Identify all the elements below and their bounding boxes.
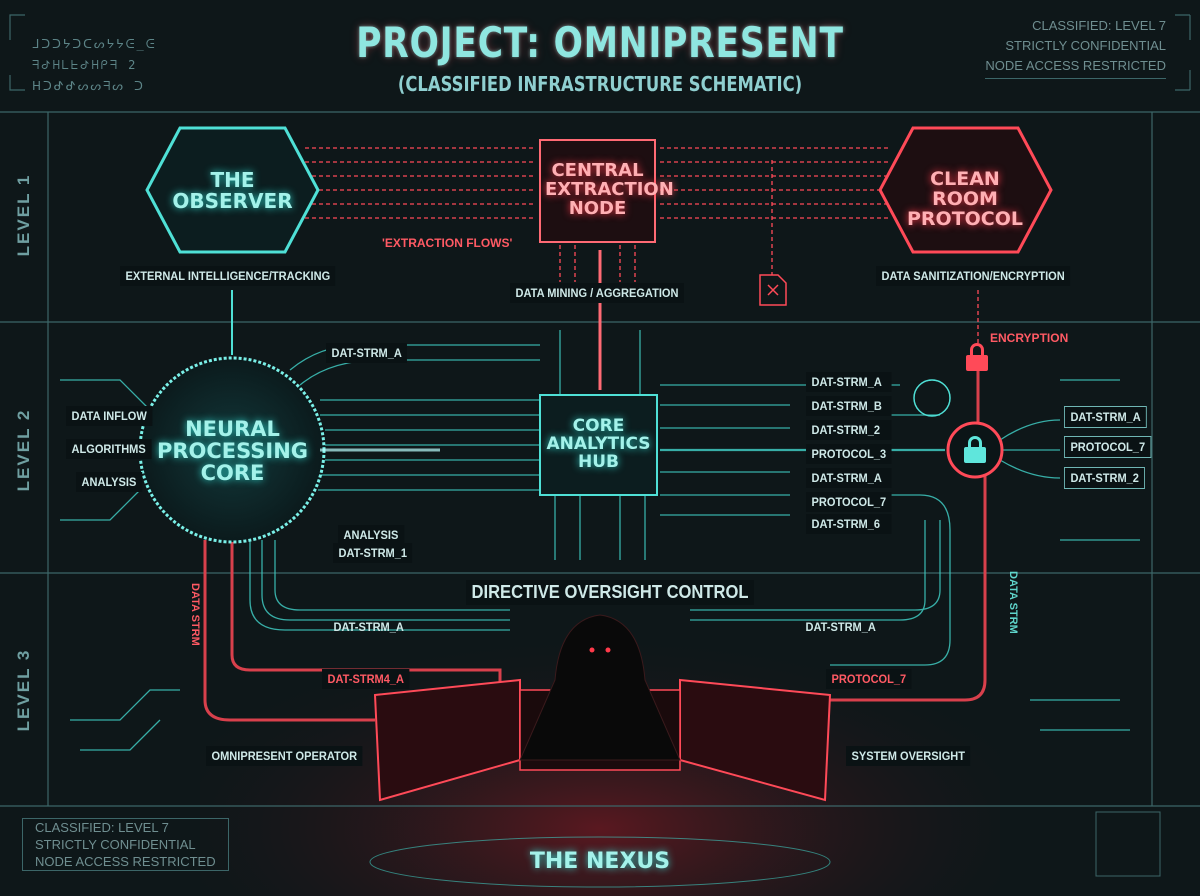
- vertical-stream-label: DATA STRM: [189, 583, 201, 646]
- output-stream: DAT-STRM_A: [1064, 406, 1148, 428]
- nexus-label: THE NEXUS: [529, 849, 671, 874]
- stream-label: ANALYSIS: [338, 525, 404, 545]
- analytics-hub-node: CORE ANALYTICS HUB: [546, 416, 651, 472]
- classified-notice-bottom: CLASSIFIED: LEVEL 7 STRICTLY CONFIDENTIA…: [22, 818, 229, 871]
- page-subtitle: (CLASSIFIED INFRASTRUCTURE SCHEMATIC): [397, 72, 803, 96]
- stream-label: DAT-STRM_A: [806, 468, 892, 488]
- clean-room-label: DATA SANITIZATION/ENCRYPTION: [876, 266, 1071, 286]
- left-label: ALGORITHMS: [66, 439, 152, 459]
- encryption-label: ENCRYPTION: [990, 331, 1069, 345]
- stream-label: DAT-STRM_2: [806, 420, 892, 440]
- stream-label: DAT-STRM_A: [326, 343, 408, 363]
- output-stream: PROTOCOL_7: [1064, 436, 1152, 458]
- observer-label: EXTERNAL INTELLIGENCE/TRACKING: [120, 266, 336, 286]
- stream-label: PROTOCOL_3: [806, 444, 892, 464]
- extraction-flows-label: 'EXTRACTION FLOWS': [382, 236, 513, 250]
- classified-line: NODE ACCESS RESTRICTED: [985, 58, 1166, 73]
- level-3-label: LEVEL 3: [14, 648, 33, 732]
- red-lock-icon: [966, 343, 988, 371]
- stream-label: DAT-STRM_6: [806, 514, 892, 534]
- level-2-label: LEVEL 2: [14, 408, 33, 492]
- teal-lock-icon: [964, 436, 986, 463]
- classified-line: STRICTLY CONFIDENTIAL: [35, 837, 196, 852]
- left-label: ANALYSIS: [76, 472, 142, 492]
- extraction-node: CENTRAL EXTRACTION NODE: [545, 160, 674, 219]
- left-label: DATA INFLOW: [66, 406, 153, 426]
- right-stream-list: DAT-STRM_A DAT-STRM_B DAT-STRM_2 PROTOCO…: [806, 372, 899, 534]
- glyph-line: ᒧᑐᑐᔭᑐᑕᔕᔭᔭᕮ_ᕮ: [32, 37, 157, 51]
- clean-room-node: CLEAN ROOM PROTOCOL: [906, 168, 1024, 230]
- red-stream-label: DAT-STRM4_A: [322, 669, 410, 689]
- output-stream: DAT-STRM_2: [1064, 467, 1146, 489]
- mining-label: DATA MINING / AGGREGATION: [510, 283, 684, 303]
- page-title: PROJECT: OMNIPRESENT: [356, 18, 844, 67]
- directive-label: DIRECTIVE OVERSIGHT CONTROL: [466, 580, 754, 605]
- operator-label: OMNIPRESENT OPERATOR: [206, 746, 363, 766]
- glyph-line: ᖷᕷᕼᒪᖶᕷᕼᑭᖷ 2: [32, 58, 138, 72]
- classified-line: NODE ACCESS RESTRICTED: [35, 854, 216, 869]
- classified-line: STRICTLY CONFIDENTIAL: [1005, 38, 1166, 53]
- stream-label: DAT-STRM_A: [805, 620, 876, 634]
- level-1-label: LEVEL 1: [14, 173, 33, 257]
- stream-label: DAT-STRM_B: [806, 396, 892, 416]
- red-stream-label: PROTOCOL_7: [826, 669, 912, 689]
- stream-label: PROTOCOL_7: [806, 492, 892, 512]
- neural-core-node: NEURAL PROCESSING CORE: [156, 417, 309, 486]
- observer-node: THE OBSERVER: [172, 168, 293, 213]
- glyph-line: ᕼᑐᕷᕷᔕᔕᖷᔕ ᑐ: [32, 79, 145, 93]
- oversight-label: SYSTEM OVERSIGHT: [846, 746, 971, 766]
- classified-line: CLASSIFIED: LEVEL 7: [35, 820, 169, 835]
- vertical-stream-label: DATA STRM: [1007, 571, 1019, 634]
- classified-notice-top: CLASSIFIED: LEVEL 7 STRICTLY CONFIDENTIA…: [985, 16, 1166, 79]
- stream-label: DAT-STRM_A: [806, 372, 892, 392]
- cipher-glyphs: ᒧᑐᑐᔭᑐᑕᔕᔭᔭᕮ_ᕮ ᖷᕷᕼᒪᖶᕷᕼᑭᖷ 2 ᕼᑐᕷᕷᔕᔕᖷᔕ ᑐ: [32, 34, 157, 97]
- stream-label: DAT-STRM_A: [333, 620, 404, 634]
- classified-line: CLASSIFIED: LEVEL 7: [1032, 18, 1166, 33]
- stream-label: DAT-STRM_1: [333, 543, 413, 563]
